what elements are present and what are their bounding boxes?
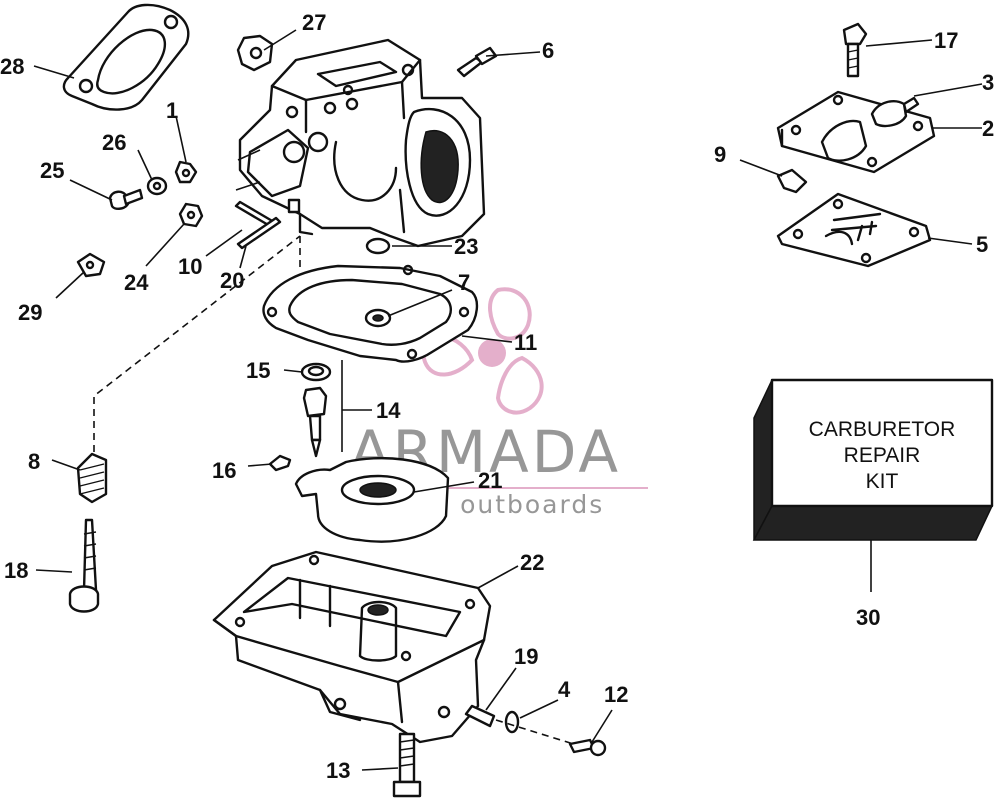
carburetor-body	[238, 38, 486, 248]
callout-14: 14	[376, 398, 401, 423]
callout-19: 19	[514, 644, 538, 669]
part-18-mixture-screw	[68, 518, 100, 613]
part-16-clip	[268, 454, 292, 472]
part-26-washer	[146, 176, 168, 196]
callout-1: 1	[166, 98, 178, 123]
part-15-washer	[300, 362, 332, 382]
callout-7: 7	[458, 270, 470, 295]
callout-13: 13	[326, 758, 350, 783]
callout-labels: 1 2 3 4 5 6 7 8 9 10 11 12 13 14 15 16 1…	[0, 10, 994, 783]
part-9-check-valve	[776, 168, 808, 194]
part-29-fitting	[76, 252, 106, 278]
callout-23: 23	[454, 234, 478, 259]
callout-15: 15	[246, 358, 270, 383]
callout-9: 9	[714, 142, 726, 167]
part-7-gasket	[262, 264, 479, 363]
callout-4: 4	[558, 677, 571, 702]
part-28-flange-gasket	[62, 3, 190, 111]
part-19-jet	[464, 704, 496, 728]
callout-3: 3	[982, 70, 994, 95]
kit-title-line2: REPAIR	[844, 444, 921, 467]
callout-26: 26	[102, 130, 126, 155]
kit-title-line3: KIT	[866, 470, 899, 493]
callout-6: 6	[542, 38, 554, 63]
part-21-float	[294, 457, 450, 543]
part-17-screw	[842, 22, 868, 78]
callout-18: 18	[4, 558, 28, 583]
part-20-pin	[236, 198, 301, 250]
leader-lines	[33, 29, 983, 771]
callout-30: 30	[856, 605, 880, 630]
part-25-screw	[108, 188, 144, 210]
callout-2: 2	[982, 116, 994, 141]
callout-25: 25	[40, 158, 64, 183]
part-30-repair-kit-box: CARBURETOR REPAIR KIT	[752, 378, 994, 592]
callout-11: 11	[514, 330, 537, 355]
callout-27: 27	[302, 10, 326, 35]
dashed-guide-line-12	[495, 719, 581, 747]
part-1-lock-washer	[174, 160, 198, 184]
callout-24: 24	[124, 270, 149, 295]
propeller-hub	[478, 339, 506, 367]
part-14-needle-valve	[302, 360, 343, 458]
part-5-pump-diaphragm	[776, 192, 932, 268]
part-22-float-bowl	[212, 550, 492, 744]
part-6-screw	[456, 46, 498, 78]
callout-20: 20	[220, 268, 244, 293]
callout-5: 5	[976, 232, 988, 257]
callout-10: 10	[178, 254, 202, 279]
part-4-o-ring	[504, 710, 520, 734]
part-12-drain-screw	[568, 738, 607, 757]
callout-16: 16	[212, 458, 236, 483]
part-27-nut	[236, 34, 274, 72]
callout-12: 12	[604, 682, 628, 707]
part-24-nut	[178, 202, 204, 228]
part-23-o-ring	[365, 237, 391, 255]
dashed-guide-line-8	[93, 235, 301, 452]
part-13-bolt	[392, 732, 422, 798]
part-2-pump-cover	[776, 90, 936, 174]
callout-8: 8	[28, 449, 40, 474]
callout-29: 29	[18, 300, 42, 325]
callout-22: 22	[520, 550, 544, 575]
part-8-spring	[76, 452, 108, 504]
callout-21: 21	[478, 468, 502, 493]
kit-title-line1: CARBURETOR	[809, 418, 956, 441]
callout-28: 28	[0, 54, 24, 79]
callout-17: 17	[934, 28, 958, 53]
